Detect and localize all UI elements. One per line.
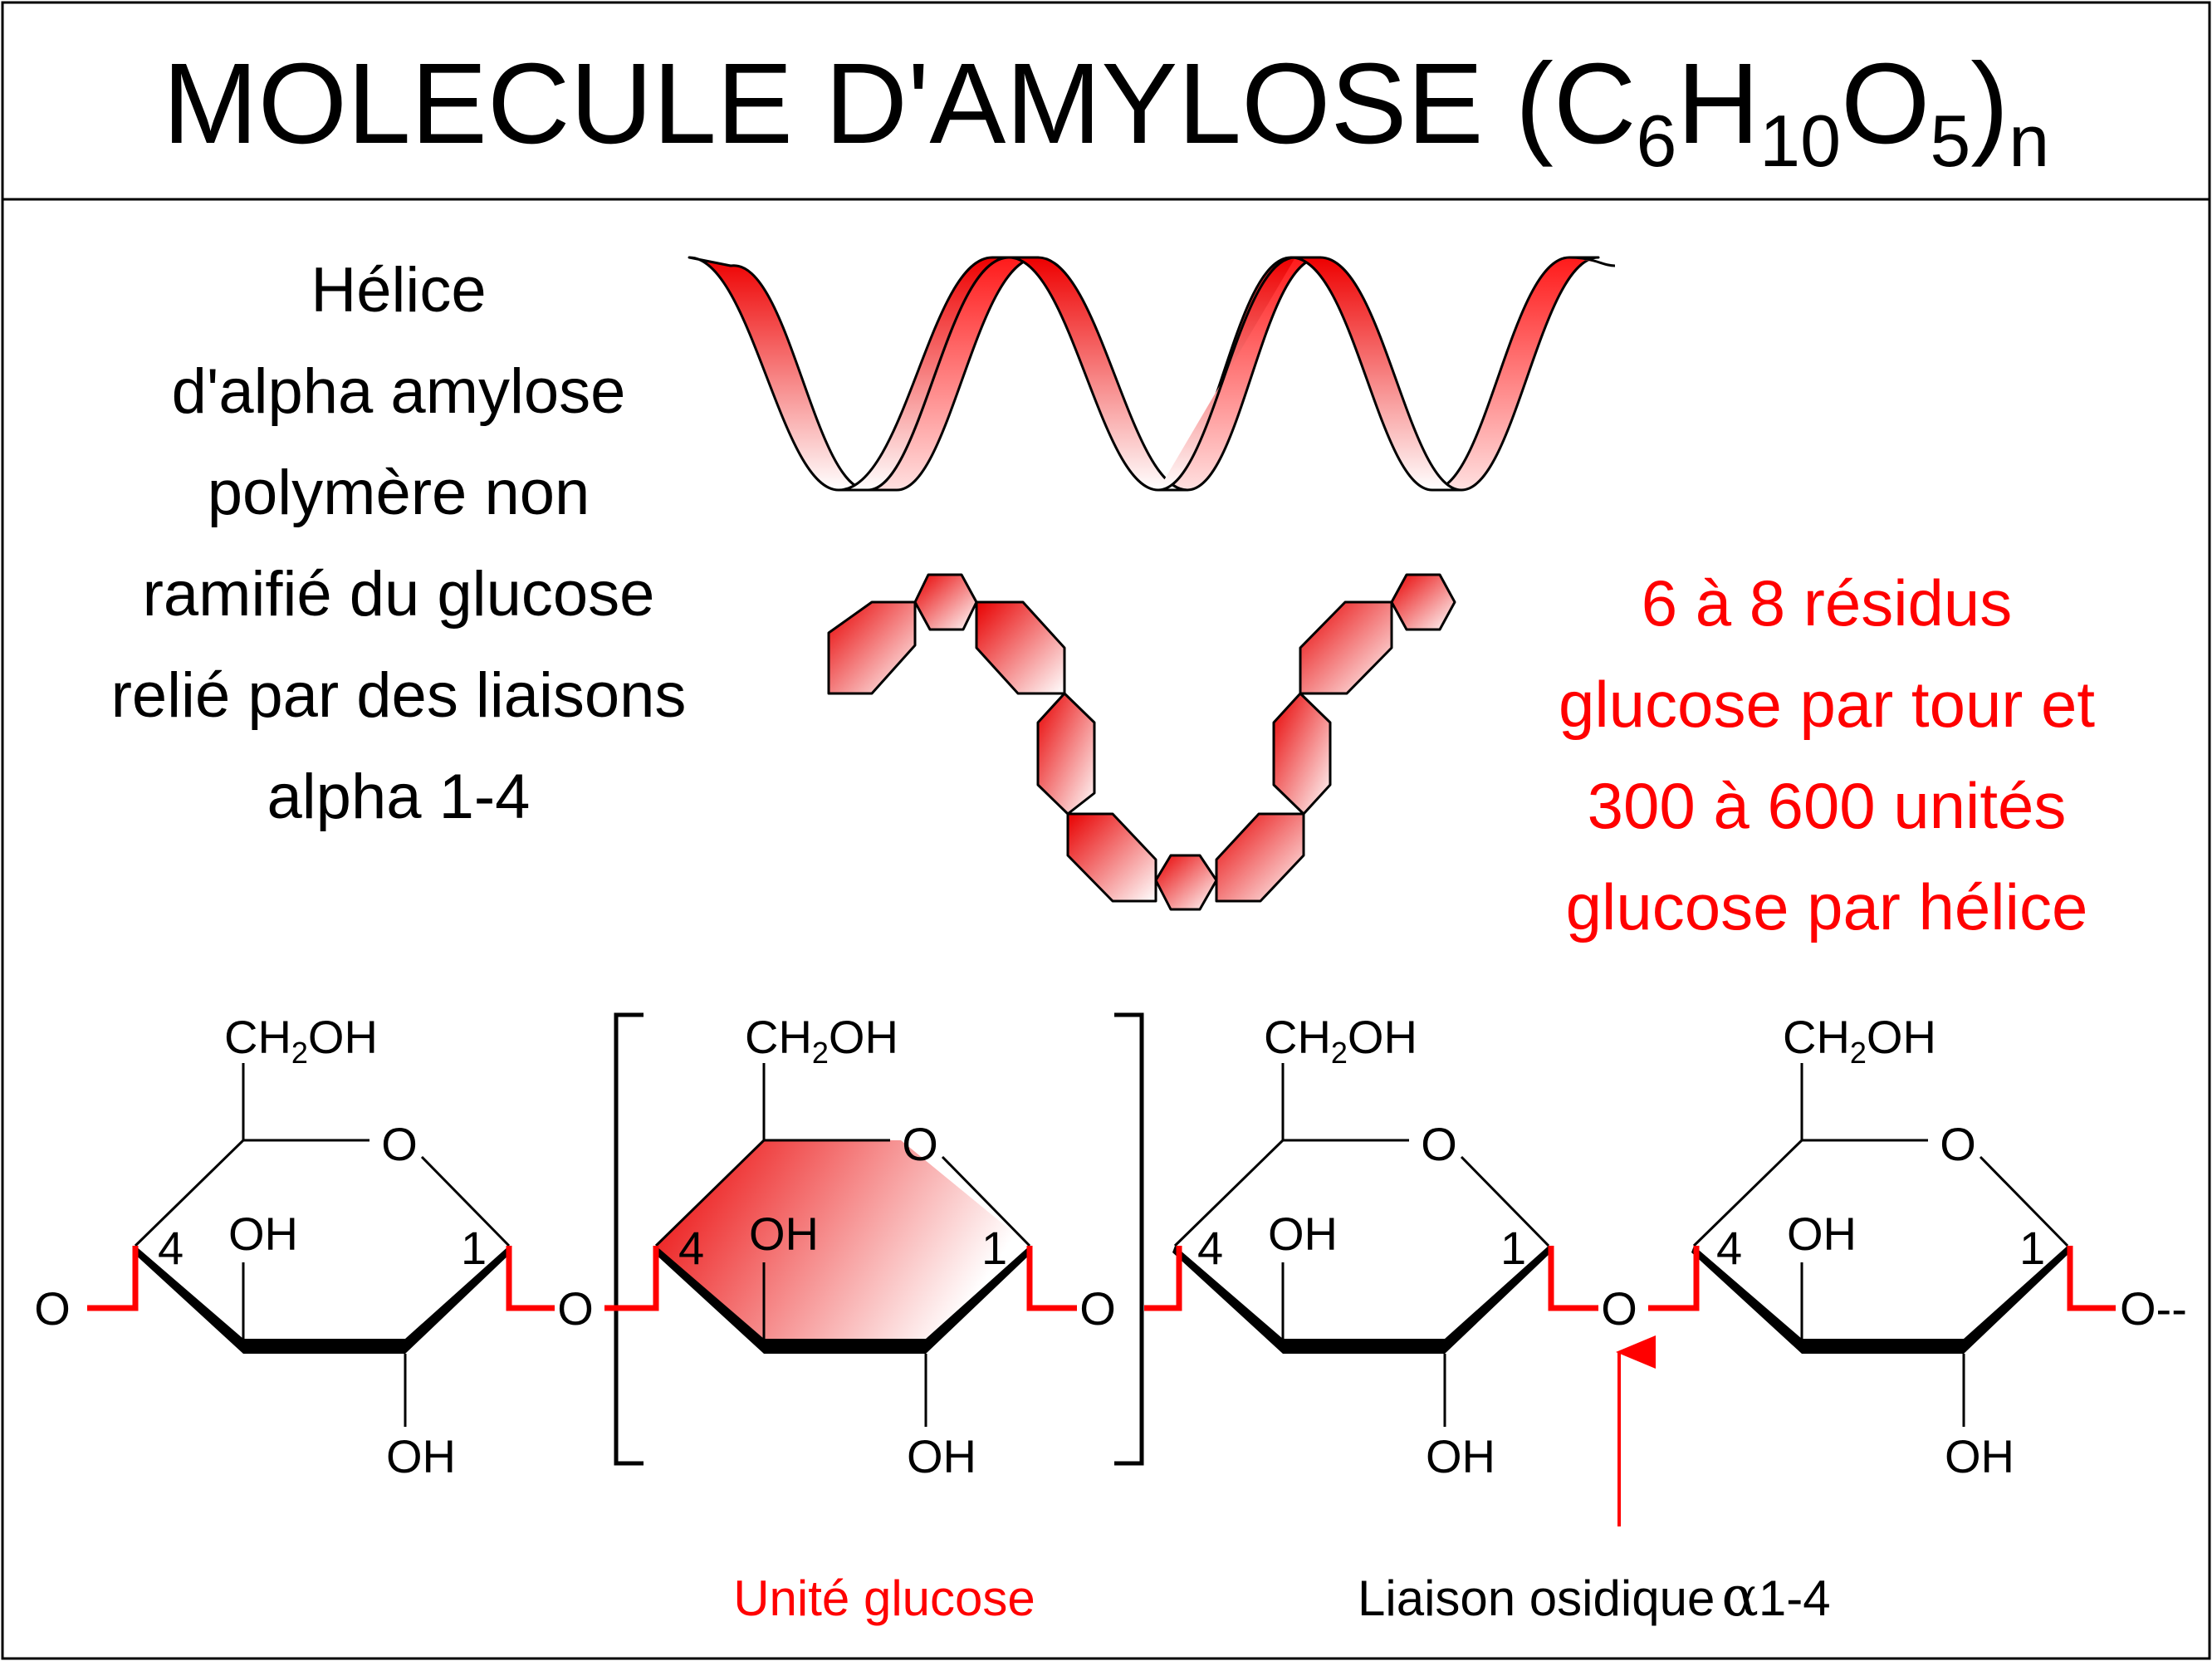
ring-bond bbox=[1979, 1155, 2069, 1247]
carbon-1-label: 1 bbox=[1500, 1222, 1526, 1274]
residue-polygon bbox=[1272, 692, 1332, 816]
residue-polygon bbox=[975, 600, 1066, 695]
description-line: Hélice bbox=[311, 255, 486, 326]
ring-oxygen: O bbox=[1421, 1118, 1457, 1170]
ring-wedge bbox=[1172, 1246, 1283, 1354]
bridge-oxygen: O bbox=[557, 1282, 594, 1335]
residue-line: glucose par hélice bbox=[1566, 870, 2088, 943]
residue-polygon bbox=[1390, 573, 1456, 631]
ring-front-bond bbox=[764, 1339, 926, 1354]
ribbon-strand-front bbox=[688, 256, 869, 492]
ring-wedge bbox=[926, 1246, 1032, 1354]
bracket-left bbox=[614, 1012, 644, 1466]
ring-bond bbox=[1460, 1155, 1550, 1247]
terminal-oxygen-right: O-- bbox=[2120, 1282, 2187, 1335]
carbon-4-label: 4 bbox=[158, 1222, 184, 1274]
hydroxyl-down-label: OH bbox=[386, 1430, 456, 1482]
bridge-oxygen: O bbox=[1079, 1282, 1116, 1335]
ring-wedge bbox=[1691, 1246, 1802, 1354]
carbon-4-label: 4 bbox=[678, 1222, 704, 1274]
ring-wedge bbox=[405, 1246, 511, 1354]
ch2oh-label: CH2OH bbox=[224, 1011, 378, 1070]
description-line: polymère non bbox=[208, 458, 590, 528]
residue-polygon bbox=[913, 573, 978, 631]
hydroxyl-up-label: OH bbox=[749, 1208, 819, 1260]
ch2oh-label: CH2OH bbox=[1783, 1011, 1936, 1070]
carbon-1-label: 1 bbox=[2019, 1222, 2045, 1274]
ring-oxygen: O bbox=[902, 1118, 938, 1170]
bond-bridge-1b bbox=[604, 1246, 659, 1311]
ring-wedge bbox=[1445, 1246, 1551, 1354]
ch2oh-label: CH2OH bbox=[1264, 1011, 1417, 1070]
glucose-unit-caption: Unité glucose bbox=[733, 1570, 1035, 1626]
bond-bridge-2 bbox=[1026, 1246, 1077, 1311]
carbon-1-label: 1 bbox=[981, 1222, 1007, 1274]
residue-line: 300 à 600 unités bbox=[1588, 769, 2067, 842]
hydroxyl-down-label: OH bbox=[907, 1430, 976, 1482]
ribbon-strand-back bbox=[1431, 256, 1600, 492]
residue-polygon bbox=[1066, 812, 1157, 903]
bond-bridge-3 bbox=[1548, 1246, 1598, 1311]
bond-bridge-1 bbox=[506, 1246, 555, 1311]
ring-bond bbox=[420, 1155, 511, 1247]
ribbon-strand-front bbox=[1290, 256, 1463, 492]
hydroxyl-down-label: OH bbox=[1426, 1430, 1495, 1482]
ch2oh-label: CH2OH bbox=[745, 1011, 898, 1070]
ring-wedge bbox=[133, 1246, 243, 1354]
ring-wedge bbox=[1964, 1246, 2070, 1354]
ring-front-bond bbox=[243, 1339, 405, 1354]
residue-polygon bbox=[1299, 600, 1393, 695]
residue-polygon bbox=[1154, 854, 1218, 911]
helix-description: Hélice d'alpha amylose polymère non rami… bbox=[111, 255, 687, 832]
carbon-4-label: 4 bbox=[1716, 1222, 1742, 1274]
residue-chain bbox=[827, 573, 1456, 911]
ring-oxygen: O bbox=[381, 1118, 418, 1170]
page-title: MOLECULE D'AMYLOSE (C6H10O5)n bbox=[163, 40, 2049, 182]
description-line: alpha 1-4 bbox=[267, 762, 531, 832]
ribbon-strand-front bbox=[1568, 256, 1616, 267]
ring-wedge bbox=[653, 1246, 764, 1354]
hydroxyl-up-label: OH bbox=[228, 1208, 298, 1260]
residue-polygon bbox=[1036, 692, 1096, 816]
description-line: d'alpha amylose bbox=[172, 356, 626, 427]
bond-bridge-2b bbox=[1144, 1246, 1182, 1311]
description-line: relié par des liaisons bbox=[111, 660, 687, 731]
bond-bridge-3b bbox=[1648, 1246, 1700, 1311]
helix-ribbon bbox=[688, 256, 1616, 492]
ring-bond bbox=[941, 1155, 1031, 1247]
bracket-right bbox=[1114, 1012, 1144, 1466]
ring-front-bond bbox=[1802, 1339, 1964, 1354]
repeat-bracket bbox=[614, 1012, 1144, 1466]
description-line: ramifié du glucose bbox=[143, 559, 655, 630]
hydroxyl-up-label: OH bbox=[1787, 1208, 1857, 1260]
glucose-ring-fill bbox=[656, 1140, 1030, 1345]
bond-left-terminal bbox=[87, 1246, 139, 1311]
carbon-4-label: 4 bbox=[1197, 1222, 1223, 1274]
bridge-oxygen: O bbox=[1601, 1282, 1637, 1335]
ring-front-bond bbox=[1283, 1339, 1445, 1354]
ring-oxygen: O bbox=[1940, 1118, 1976, 1170]
ribbon-strand-front bbox=[1157, 256, 1296, 492]
glycosidic-bonds: O O O O O-- bbox=[34, 1246, 2187, 1335]
bond-right-terminal bbox=[2067, 1246, 2116, 1311]
residue-polygon bbox=[827, 600, 917, 695]
hydroxyl-up-label: OH bbox=[1268, 1208, 1338, 1260]
residue-line: 6 à 8 résidus bbox=[1642, 566, 2013, 639]
residue-polygon bbox=[1215, 812, 1305, 903]
ribbon-strand-front bbox=[1007, 256, 1189, 492]
residue-description: 6 à 8 résidus glucose par tour et 300 à … bbox=[1559, 566, 2095, 943]
carbon-1-label: 1 bbox=[461, 1222, 487, 1274]
residue-line: glucose par tour et bbox=[1559, 668, 2095, 741]
terminal-oxygen: O bbox=[34, 1282, 71, 1335]
hydroxyl-down-label: OH bbox=[1945, 1430, 2014, 1482]
